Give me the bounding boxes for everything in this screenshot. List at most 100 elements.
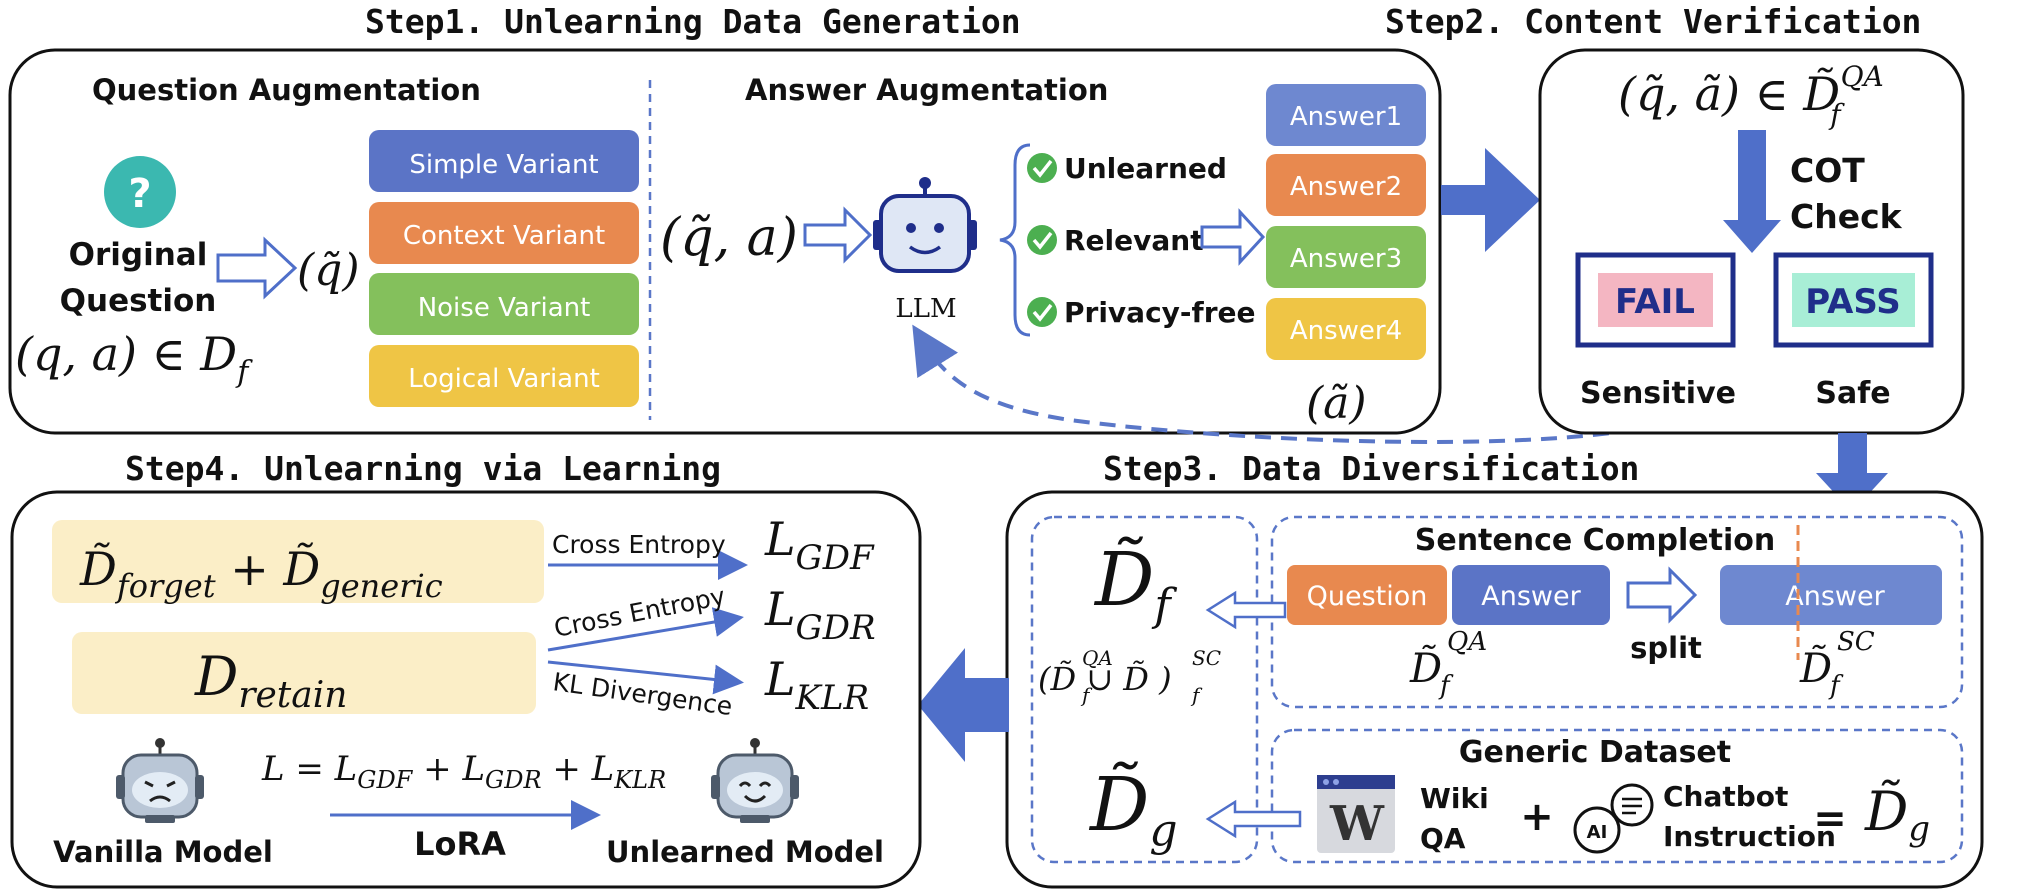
equals-sign: = [1813, 796, 1847, 842]
llm-robot-icon [873, 177, 977, 273]
q-tilde-a-label: (q̃, a) [660, 208, 798, 268]
retain-label: Dretain [194, 645, 347, 716]
answer-augmentation-title: Answer Augmentation [745, 73, 1108, 107]
vanilla-robot-icon [116, 738, 204, 823]
step3-left-column [1030, 515, 1259, 864]
union-sup-right: SC [1192, 646, 1221, 670]
hollow-arrow-criteria-to-answers [1200, 208, 1266, 266]
answer-list: Answer1 Answer2 Answer3 Answer4 [1266, 84, 1426, 360]
criteria-brace [999, 143, 1031, 337]
sc-answer-box [1452, 565, 1610, 625]
fail-box-fill [1598, 273, 1713, 327]
pass-box-fill [1792, 273, 1915, 327]
step1-title: Step1. Unlearning Data Generation [365, 2, 1021, 41]
loss-equation: L = LGDF + LGDR + LKLR [261, 749, 666, 794]
original-question-line1: Original [69, 237, 208, 273]
variant-context-label: Context Variant [403, 221, 605, 251]
dg-tilde-symbol: D̃g [1088, 762, 1178, 856]
l-klr: LKLR [764, 652, 869, 718]
df-sc-label: D̃ [1799, 645, 1832, 692]
criterion-unlearned: Unlearned [1064, 152, 1227, 185]
step4-title: Step4. Unlearning via Learning [125, 449, 721, 488]
qa-in-df: (q, a) ∈ Df [15, 327, 253, 390]
question-mark-glyph: ? [128, 171, 151, 217]
unlearned-robot-icon [711, 738, 799, 823]
answer-2-label: Answer2 [1290, 172, 1402, 202]
generic-dataset-panel [1270, 728, 1964, 864]
pass-label: PASS [1805, 282, 1901, 322]
variant-list: Simple Variant Context Variant Noise Var… [369, 130, 639, 407]
df-qa-label: D̃ [1409, 645, 1442, 692]
vanilla-model-label: Vanilla Model [53, 835, 273, 869]
check-icon-unlearned [1027, 153, 1057, 183]
cross-entropy-1: Cross Entropy [552, 530, 726, 559]
union-sup-left: QA [1082, 646, 1113, 670]
unlearned-model-label: Unlearned Model [606, 835, 884, 869]
l-gdr: LGDR [764, 582, 876, 648]
big-arrow-step3-to-step4 [918, 648, 1009, 762]
criterion-privacy-free: Privacy-free [1064, 296, 1256, 329]
cot-down-arrow [1723, 130, 1781, 253]
chatbot-icon: AI [1573, 783, 1654, 854]
sc-answer-label: Answer [1481, 581, 1581, 612]
wiki-label-line1: Wiki [1420, 782, 1489, 815]
arrow-ce2 [547, 607, 744, 652]
dg-result: D̃g [1864, 779, 1930, 849]
plus-sign: + [1520, 794, 1554, 840]
hollow-arrow-qa-to-llm [803, 206, 873, 264]
answer-2 [1266, 154, 1426, 216]
step2-title: Step2. Content Verification [1385, 2, 1921, 41]
l-gdf: LGDF [764, 512, 875, 578]
variant-logical [369, 345, 639, 407]
llm-label: LLM [895, 294, 956, 324]
variant-noise [369, 273, 639, 335]
step1-panel [8, 48, 1442, 435]
q-tilde-label: (q̃) [297, 245, 360, 296]
hollow-arrow-to-df [1205, 590, 1287, 630]
arrow-kl [547, 660, 744, 695]
sc-question-label: Question [1307, 581, 1428, 612]
variant-simple-label: Simple Variant [409, 150, 598, 180]
check-icon-relevant [1027, 225, 1057, 255]
question-augmentation-title: Question Augmentation [92, 73, 481, 107]
df-qa-sup: QA [1447, 627, 1487, 657]
wiki-label-line2: QA [1420, 822, 1466, 855]
check-label: Check [1790, 197, 1903, 236]
fail-label: FAIL [1615, 282, 1695, 322]
variant-noise-label: Noise Variant [418, 293, 591, 323]
sentence-completion-title: Sentence Completion [1415, 523, 1776, 558]
lora-label: LoRA [414, 825, 506, 863]
answer-3 [1266, 226, 1426, 288]
criteria-list: Unlearned Relevant Privacy-free [1027, 152, 1256, 329]
big-arrow-step1-to-step2 [1441, 148, 1540, 252]
df-sc-sup: SC [1837, 627, 1875, 657]
chatbot-icon-text: AI [1587, 822, 1608, 843]
answer-4 [1266, 298, 1426, 360]
hollow-arrow-to-dg [1205, 799, 1302, 839]
variant-logical-label: Logical Variant [408, 364, 600, 394]
wiki-icon: W [1317, 775, 1395, 853]
sc-answer-split-label: Answer [1785, 581, 1885, 612]
sensitive-label: Sensitive [1580, 376, 1736, 411]
original-question-line2: Question [60, 283, 217, 319]
answer-3-label: Answer3 [1290, 244, 1402, 274]
cot-label: COT [1790, 151, 1865, 190]
check-icon-privacy-free [1027, 297, 1057, 327]
hollow-arrow-split [1626, 566, 1698, 624]
split-label: split [1630, 631, 1702, 665]
wiki-logo-glyph: W [1329, 796, 1385, 852]
safe-label: Safe [1815, 376, 1890, 411]
answer-1 [1266, 84, 1426, 146]
chatbot-label-line1: Chatbot [1663, 780, 1788, 813]
sc-answer-split-box [1720, 565, 1942, 625]
question-mark-icon [104, 156, 176, 228]
dashed-feedback-arrow [912, 324, 1661, 444]
variant-context [369, 202, 639, 264]
a-tilde-label: (ã) [1306, 378, 1367, 429]
criterion-relevant: Relevant [1064, 224, 1204, 257]
sc-question-box [1287, 565, 1447, 625]
variant-simple [369, 130, 639, 192]
answer-4-label: Answer4 [1290, 316, 1402, 346]
forget-generic-box [52, 520, 544, 603]
